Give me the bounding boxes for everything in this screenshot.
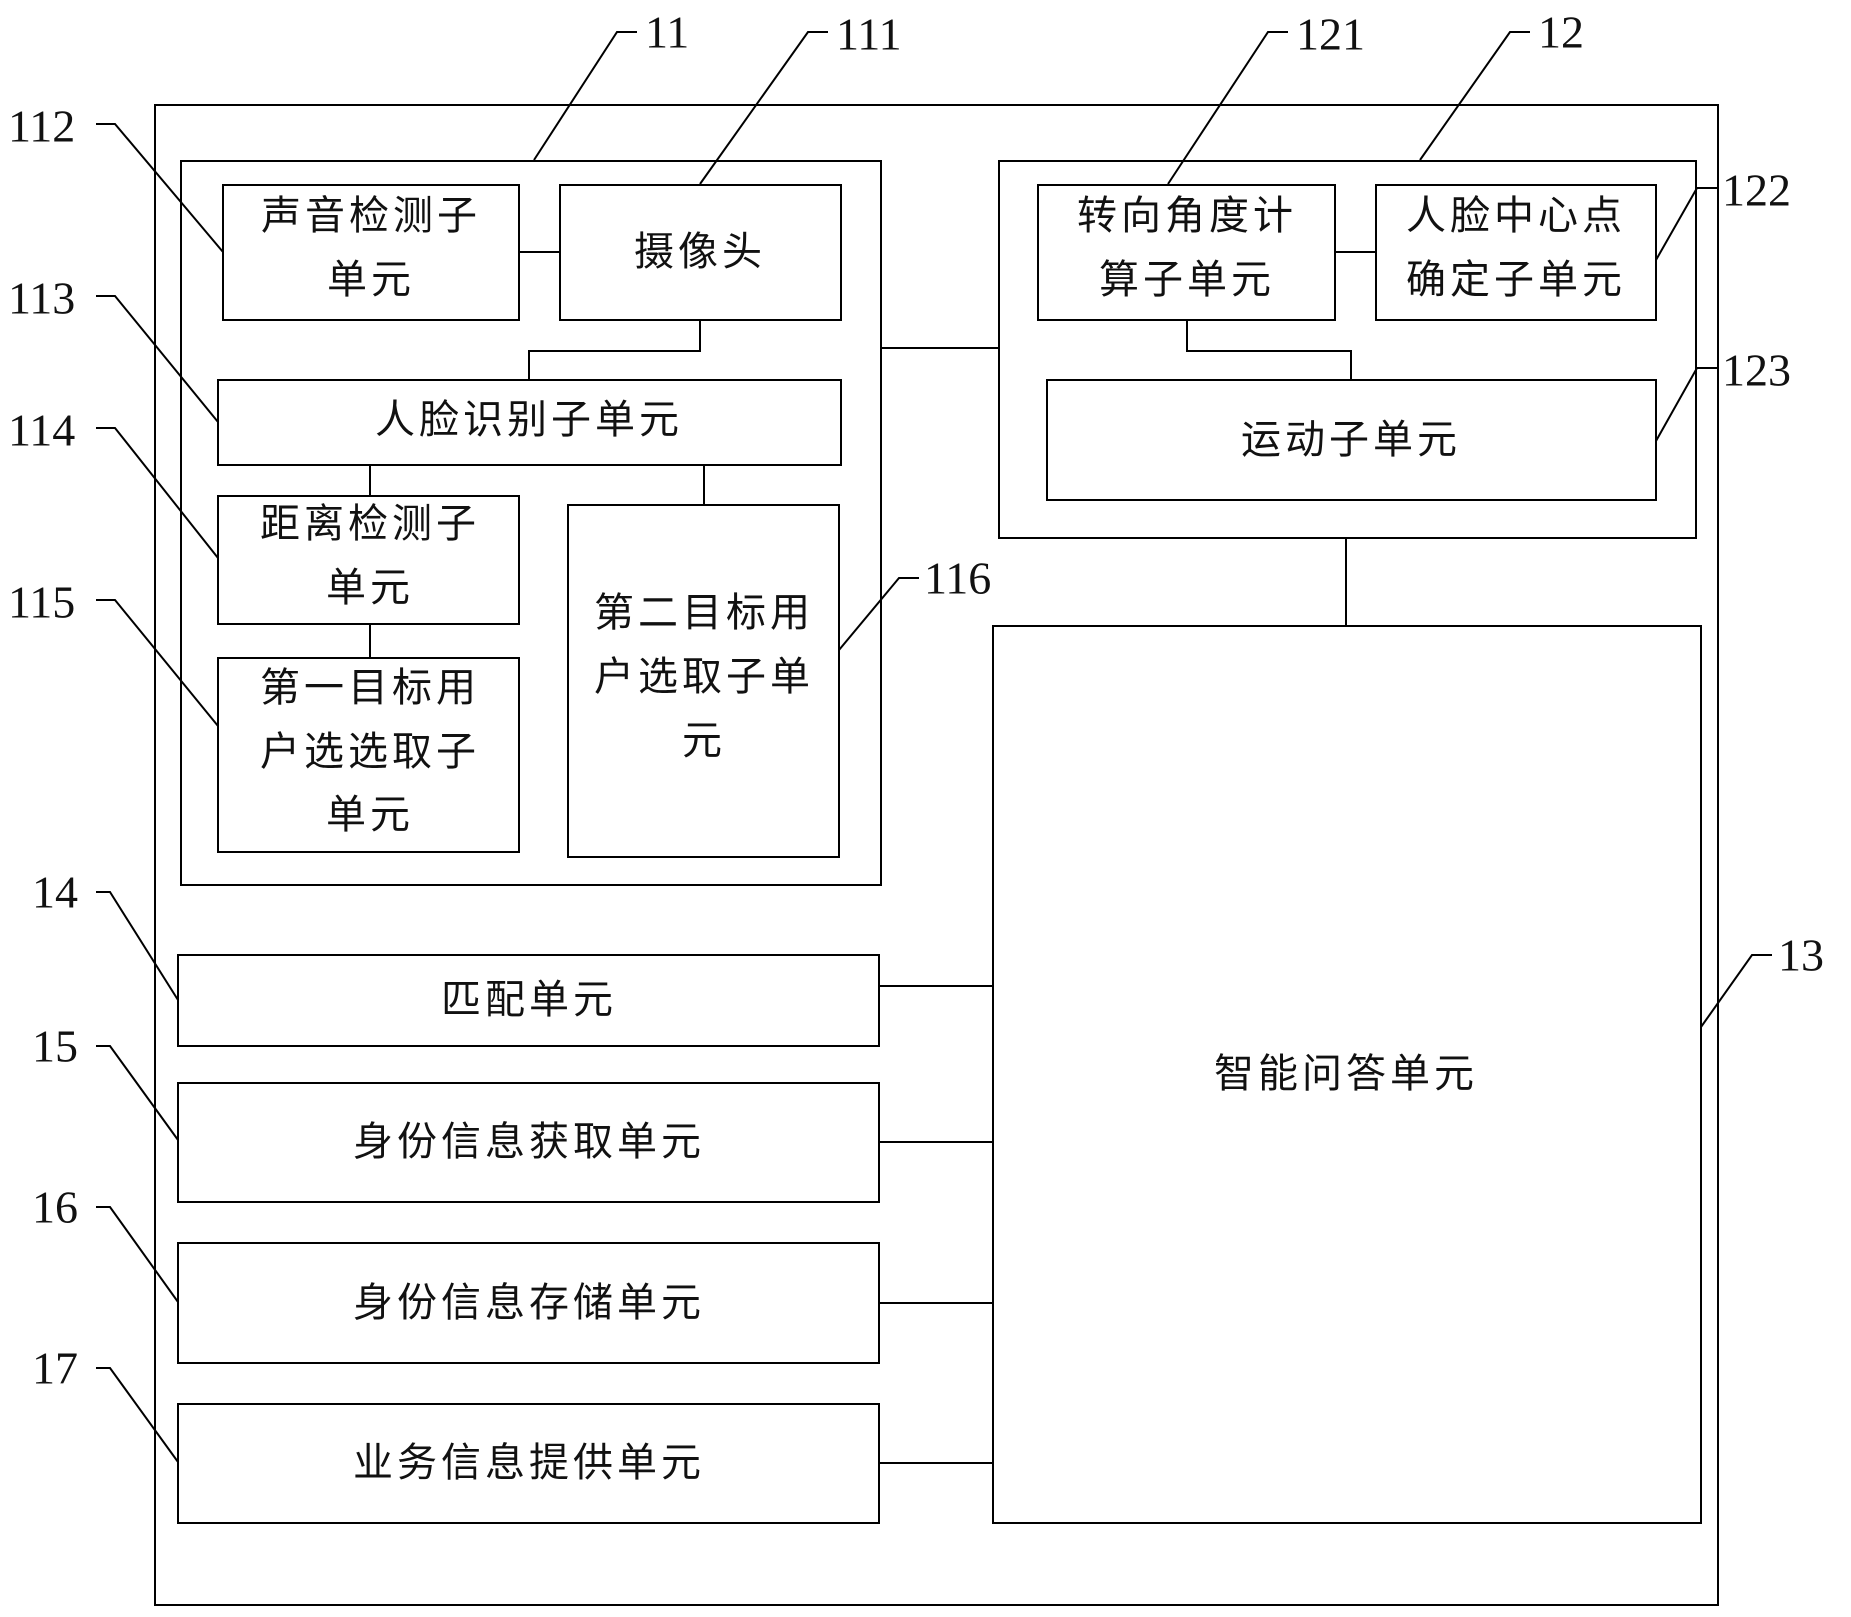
- unit-123: 运动子单元: [1047, 380, 1656, 500]
- unit-113: 人脸识别子单元: [218, 380, 841, 465]
- unit-112-label-line2: 单元: [327, 257, 415, 303]
- unit-112-label-line1: 声音检测子: [261, 193, 481, 239]
- ref-111: 111: [836, 9, 902, 60]
- ref-116: 116: [924, 553, 991, 604]
- ref-13: 13: [1778, 930, 1824, 981]
- unit-14: 匹配单元: [178, 955, 879, 1046]
- ref-114: 114: [8, 405, 75, 456]
- unit-121-label-line1: 转向角度计: [1077, 193, 1297, 239]
- unit-115: 第一目标用 户选选取子 单元: [218, 658, 519, 852]
- ref-115: 115: [8, 577, 75, 628]
- unit-116-label-line3: 元: [682, 718, 726, 764]
- ref-15: 15: [32, 1021, 78, 1072]
- ref-112: 112: [8, 101, 75, 152]
- unit-114: 距离检测子 单元: [218, 496, 519, 624]
- unit-14-label: 匹配单元: [441, 977, 617, 1023]
- unit-122: 人脸中心点 确定子单元: [1376, 185, 1656, 320]
- ref-12: 12: [1538, 7, 1584, 58]
- unit-15: 身份信息获取单元: [178, 1083, 879, 1202]
- unit-121: 转向角度计 算子单元: [1038, 185, 1335, 320]
- unit-111-label: 摄像头: [634, 229, 766, 275]
- ref-123: 123: [1722, 345, 1791, 396]
- unit-16-label: 身份信息存储单元: [353, 1280, 705, 1326]
- unit-116: 第二目标用 户选取子单 元: [568, 505, 839, 857]
- unit-15-label: 身份信息获取单元: [353, 1119, 705, 1165]
- unit-13-label: 智能问答单元: [1214, 1051, 1478, 1097]
- unit-123-label: 运动子单元: [1241, 417, 1461, 463]
- ref-16: 16: [32, 1182, 78, 1233]
- unit-122-label-line1: 人脸中心点: [1406, 193, 1626, 239]
- unit-116-label-line1: 第二目标用: [594, 590, 814, 636]
- unit-114-label-line1: 距离检测子: [260, 501, 480, 547]
- unit-114-label-line2: 单元: [326, 565, 414, 611]
- unit-16: 身份信息存储单元: [178, 1243, 879, 1363]
- unit-17-label: 业务信息提供单元: [353, 1440, 705, 1486]
- unit-115-label-line3: 单元: [326, 792, 414, 838]
- unit-111: 摄像头: [560, 185, 841, 320]
- unit-17: 业务信息提供单元: [178, 1404, 879, 1523]
- ref-122: 122: [1722, 165, 1791, 216]
- unit-113-label: 人脸识别子单元: [375, 397, 683, 443]
- ref-121: 121: [1296, 9, 1365, 60]
- unit-121-label-line2: 算子单元: [1099, 257, 1275, 303]
- ref-17: 17: [32, 1343, 78, 1394]
- unit-115-label-line2: 户选选取子: [260, 729, 480, 775]
- unit-122-label-line2: 确定子单元: [1406, 257, 1626, 303]
- ref-14: 14: [32, 867, 78, 918]
- unit-116-label-line2: 户选取子单: [594, 654, 814, 700]
- ref-113: 113: [8, 273, 75, 324]
- unit-13: 智能问答单元: [993, 626, 1701, 1523]
- unit-115-label-line1: 第一目标用: [260, 665, 480, 711]
- ref-11: 11: [645, 7, 689, 58]
- unit-112: 声音检测子 单元: [223, 185, 519, 320]
